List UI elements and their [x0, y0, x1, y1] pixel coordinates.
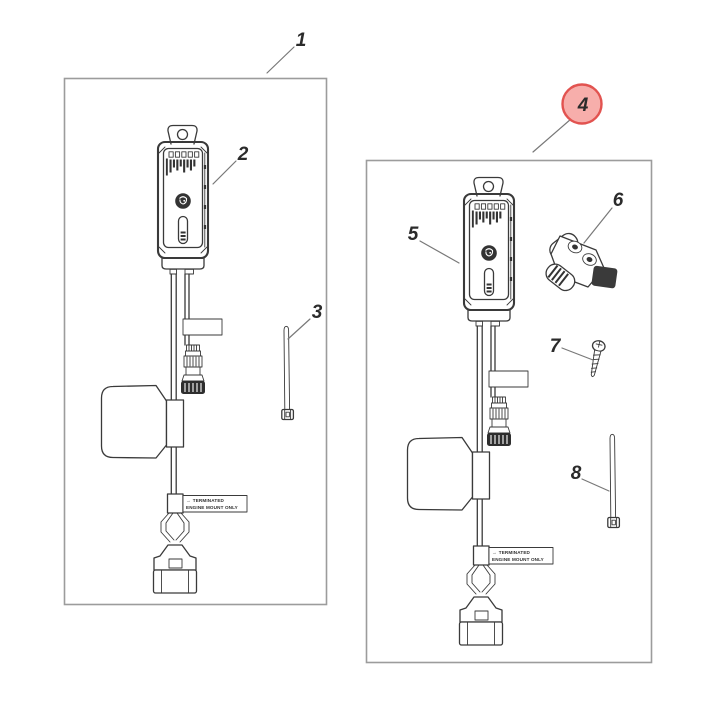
svg-text:→TERMINATED: →TERMINATED [186, 498, 225, 503]
svg-text:ENGINE MOUNT ONLY: ENGINE MOUNT ONLY [492, 557, 544, 562]
highlight-circle-callout-4[interactable] [561, 83, 603, 125]
callout-5[interactable]: 5 [408, 224, 419, 245]
svg-text:ENGINE MOUNT ONLY: ENGINE MOUNT ONLY [186, 505, 238, 510]
terminated-tag-text-right: →TERMINATED ENGINE MOUNT ONLY [492, 550, 544, 562]
tag-arrow-icon: → [186, 498, 191, 503]
callout-1[interactable]: 1 [296, 30, 307, 51]
callout-2[interactable]: 2 [237, 144, 249, 165]
tag-arrow-icon: → [492, 550, 497, 555]
callout-6[interactable]: 6 [613, 190, 624, 211]
terminated-tag-text-left: →TERMINATED ENGINE MOUNT ONLY [186, 498, 238, 510]
screw [590, 340, 606, 378]
leader-lines [212, 46, 613, 492]
callout-4[interactable]: 4 [577, 95, 589, 116]
callout-3[interactable]: 3 [312, 302, 323, 323]
junction-connector [545, 232, 618, 292]
callout-8[interactable]: 8 [571, 463, 582, 484]
kit-box-right [365, 159, 653, 664]
kit-box-left [63, 77, 328, 606]
svg-text:→TERMINATED: →TERMINATED [492, 550, 531, 555]
callout-7[interactable]: 7 [550, 336, 562, 357]
